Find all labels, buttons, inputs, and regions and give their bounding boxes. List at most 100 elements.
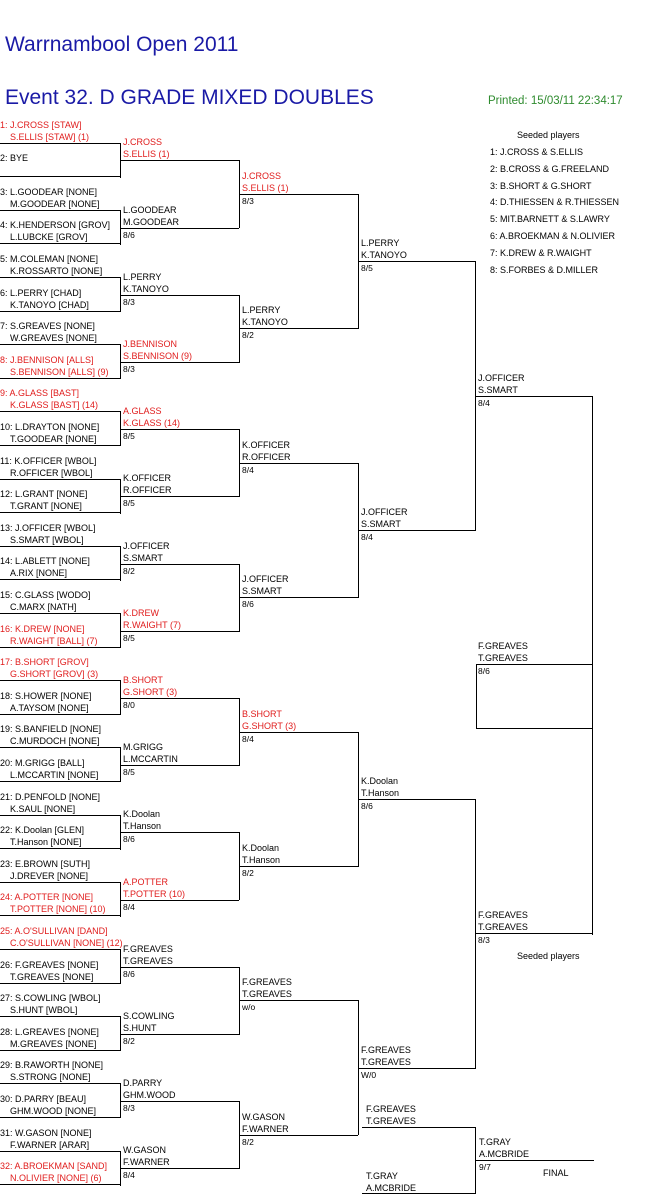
draw-line	[0, 983, 120, 984]
draw-line	[0, 143, 120, 144]
entry-player-2: J.DREVER [NONE]	[10, 870, 89, 881]
match-score: 8/4	[123, 1170, 135, 1181]
entry-player-1: 12: L.GRANT [NONE]	[0, 489, 88, 500]
match-winner-player-2: R.OFFICER	[242, 451, 291, 462]
match-winner-player-2: T.POTTER (10)	[123, 888, 186, 899]
entry-player-2: T.GREAVES [NONE]	[10, 971, 94, 982]
match-winner-player-2: R.OFFICER	[123, 485, 172, 496]
draw-connector	[239, 1101, 240, 1169]
draw-line	[240, 866, 358, 867]
entry-player-2: S.HUNT [WBOL]	[10, 1005, 78, 1016]
match-winner-player-2: S.BENNISON (9)	[123, 350, 193, 361]
match-score: 8/6	[478, 666, 490, 677]
final-score: 9/7	[479, 1162, 491, 1172]
match-winner-player-1: W.GASON	[123, 1145, 167, 1156]
draw-line	[0, 512, 120, 513]
match-winner-player-1: K.Doolan	[242, 842, 280, 853]
draw-line	[0, 613, 120, 614]
entry-player-1: 31: W.GASON [NONE]	[0, 1127, 92, 1138]
entry-player-1: 4: K.HENDERSON [GROV]	[0, 220, 111, 231]
match-winner-player-1: J.OFFICER	[242, 574, 289, 585]
match-winner-player-2: S.ELLIS (1)	[242, 182, 289, 193]
seeded-player-line: 7: K.DREW & R.WAIGHT	[490, 247, 592, 258]
match-winner-player-2: F.WARNER	[242, 1123, 289, 1134]
entry-player-1: 7: S.GREAVES [NONE]	[0, 321, 95, 332]
entry-player-1: 30: D.PARRY [BEAU]	[0, 1093, 87, 1104]
match-winner-player-1: D.PARRY	[123, 1078, 163, 1089]
draw-line	[121, 631, 239, 632]
match-winner-player-1: L.GOODEAR	[123, 204, 177, 215]
match-score: 8/4	[242, 464, 254, 475]
draw-connector	[239, 429, 240, 497]
match-score: 8/2	[123, 1035, 135, 1046]
match-winner-player-2: K.TANOYO	[242, 317, 288, 328]
draw-line	[121, 362, 239, 363]
draw-line	[0, 747, 120, 748]
draw-connector	[120, 613, 121, 648]
match-winner-player-1: J.OFFICER	[123, 540, 170, 551]
match-score: w/o	[242, 1002, 256, 1013]
seeded-player-line: 4: D.THIESSEN & R.THIESSEN	[490, 197, 620, 208]
entry-player-2: N.OLIVIER [NONE] (6)	[10, 1173, 102, 1184]
match-winner-player-2: F.WARNER	[123, 1157, 170, 1168]
draw-line	[121, 967, 239, 968]
seeded-players-header-lower: Seeded players	[517, 951, 580, 961]
match-score: 8/5	[123, 632, 135, 643]
event-title: Event 32. D GRADE MIXED DOUBLES	[5, 86, 374, 109]
draw-line	[476, 396, 592, 397]
entry-player-2: K.SAUL [NONE]	[10, 803, 76, 814]
match-winner-player-2: K.GLASS (14)	[123, 418, 181, 429]
draw-line	[0, 915, 120, 916]
entry-player-1: 22: K.Doolan [GLEN]	[0, 825, 85, 836]
draw-connector	[120, 680, 121, 715]
match-winner-player-2: S.SMART	[123, 552, 163, 563]
draw-line	[476, 1160, 594, 1161]
entry-player-1: 17: B.SHORT [GROV]	[0, 657, 89, 668]
entry-player-2: S.ELLIS [STAW] (1)	[10, 131, 90, 142]
draw-line	[0, 680, 120, 681]
draw-line	[0, 1083, 120, 1084]
entry-player-2: S.STRONG [NONE]	[10, 1072, 91, 1083]
entry-player-2: G.SHORT [GROV] (3)	[10, 669, 99, 680]
draw-line	[121, 429, 239, 430]
seeded-player-line: 2: B.CROSS & G.FREELAND	[490, 163, 610, 174]
entry-player-1: 15: C.GLASS [WODO]	[0, 589, 91, 600]
match-winner-player-1: B.SHORT	[123, 674, 163, 685]
draw-connector	[120, 1016, 121, 1051]
draw-line	[240, 463, 358, 464]
draw-line	[121, 564, 239, 565]
match-score: 8/4	[242, 733, 254, 744]
match-winner-player-1: F.GREAVES	[478, 910, 528, 921]
draw-winner-player-2: T.GREAVES	[478, 653, 528, 664]
draw-line	[121, 1034, 239, 1035]
draw-line	[0, 1151, 120, 1152]
match-winner-player-1: K.Doolan	[123, 809, 161, 820]
draw-line	[359, 530, 475, 531]
entry-player-1: 2: BYE	[0, 153, 29, 164]
draw-connector	[120, 479, 121, 514]
entry-player-1: 16: K.DREW [NONE]	[0, 623, 85, 634]
draw-line	[0, 479, 120, 480]
entry-player-1: 21: D.PENFOLD [NONE]	[0, 791, 101, 802]
draw-line	[476, 728, 592, 729]
entry-player-1: 13: J.OFFICER [WBOL]	[0, 522, 96, 533]
entry-player-2: L.LUBCKE [GROV]	[10, 232, 88, 243]
match-winner-player-2: S.SMART	[361, 518, 401, 529]
match-winner-player-1: L.PERRY	[242, 305, 281, 316]
match-winner-player-2: GHM.WOOD	[123, 1090, 176, 1101]
match-score: 8/6	[123, 834, 135, 845]
final-label: FINAL	[543, 1168, 569, 1178]
draw-line	[121, 832, 239, 833]
draw-line	[121, 765, 239, 766]
draw-line	[0, 1117, 120, 1118]
seeded-player-line: 6: A.BROEKMAN & N.OLIVIER	[490, 231, 616, 241]
seeded-player-line: 5: MIT.BARNETT & S.LAWRY	[490, 214, 610, 225]
draw-connector	[239, 832, 240, 900]
match-winner-player-2: R.WAIGHT (7)	[123, 619, 181, 630]
draw-connector	[475, 799, 476, 1069]
match-score: 8/5	[123, 767, 135, 778]
entry-player-1: 24: A.POTTER [NONE]	[0, 892, 94, 903]
draw-connector	[120, 882, 121, 917]
draw-line	[0, 1050, 120, 1051]
draw-line	[240, 194, 358, 195]
